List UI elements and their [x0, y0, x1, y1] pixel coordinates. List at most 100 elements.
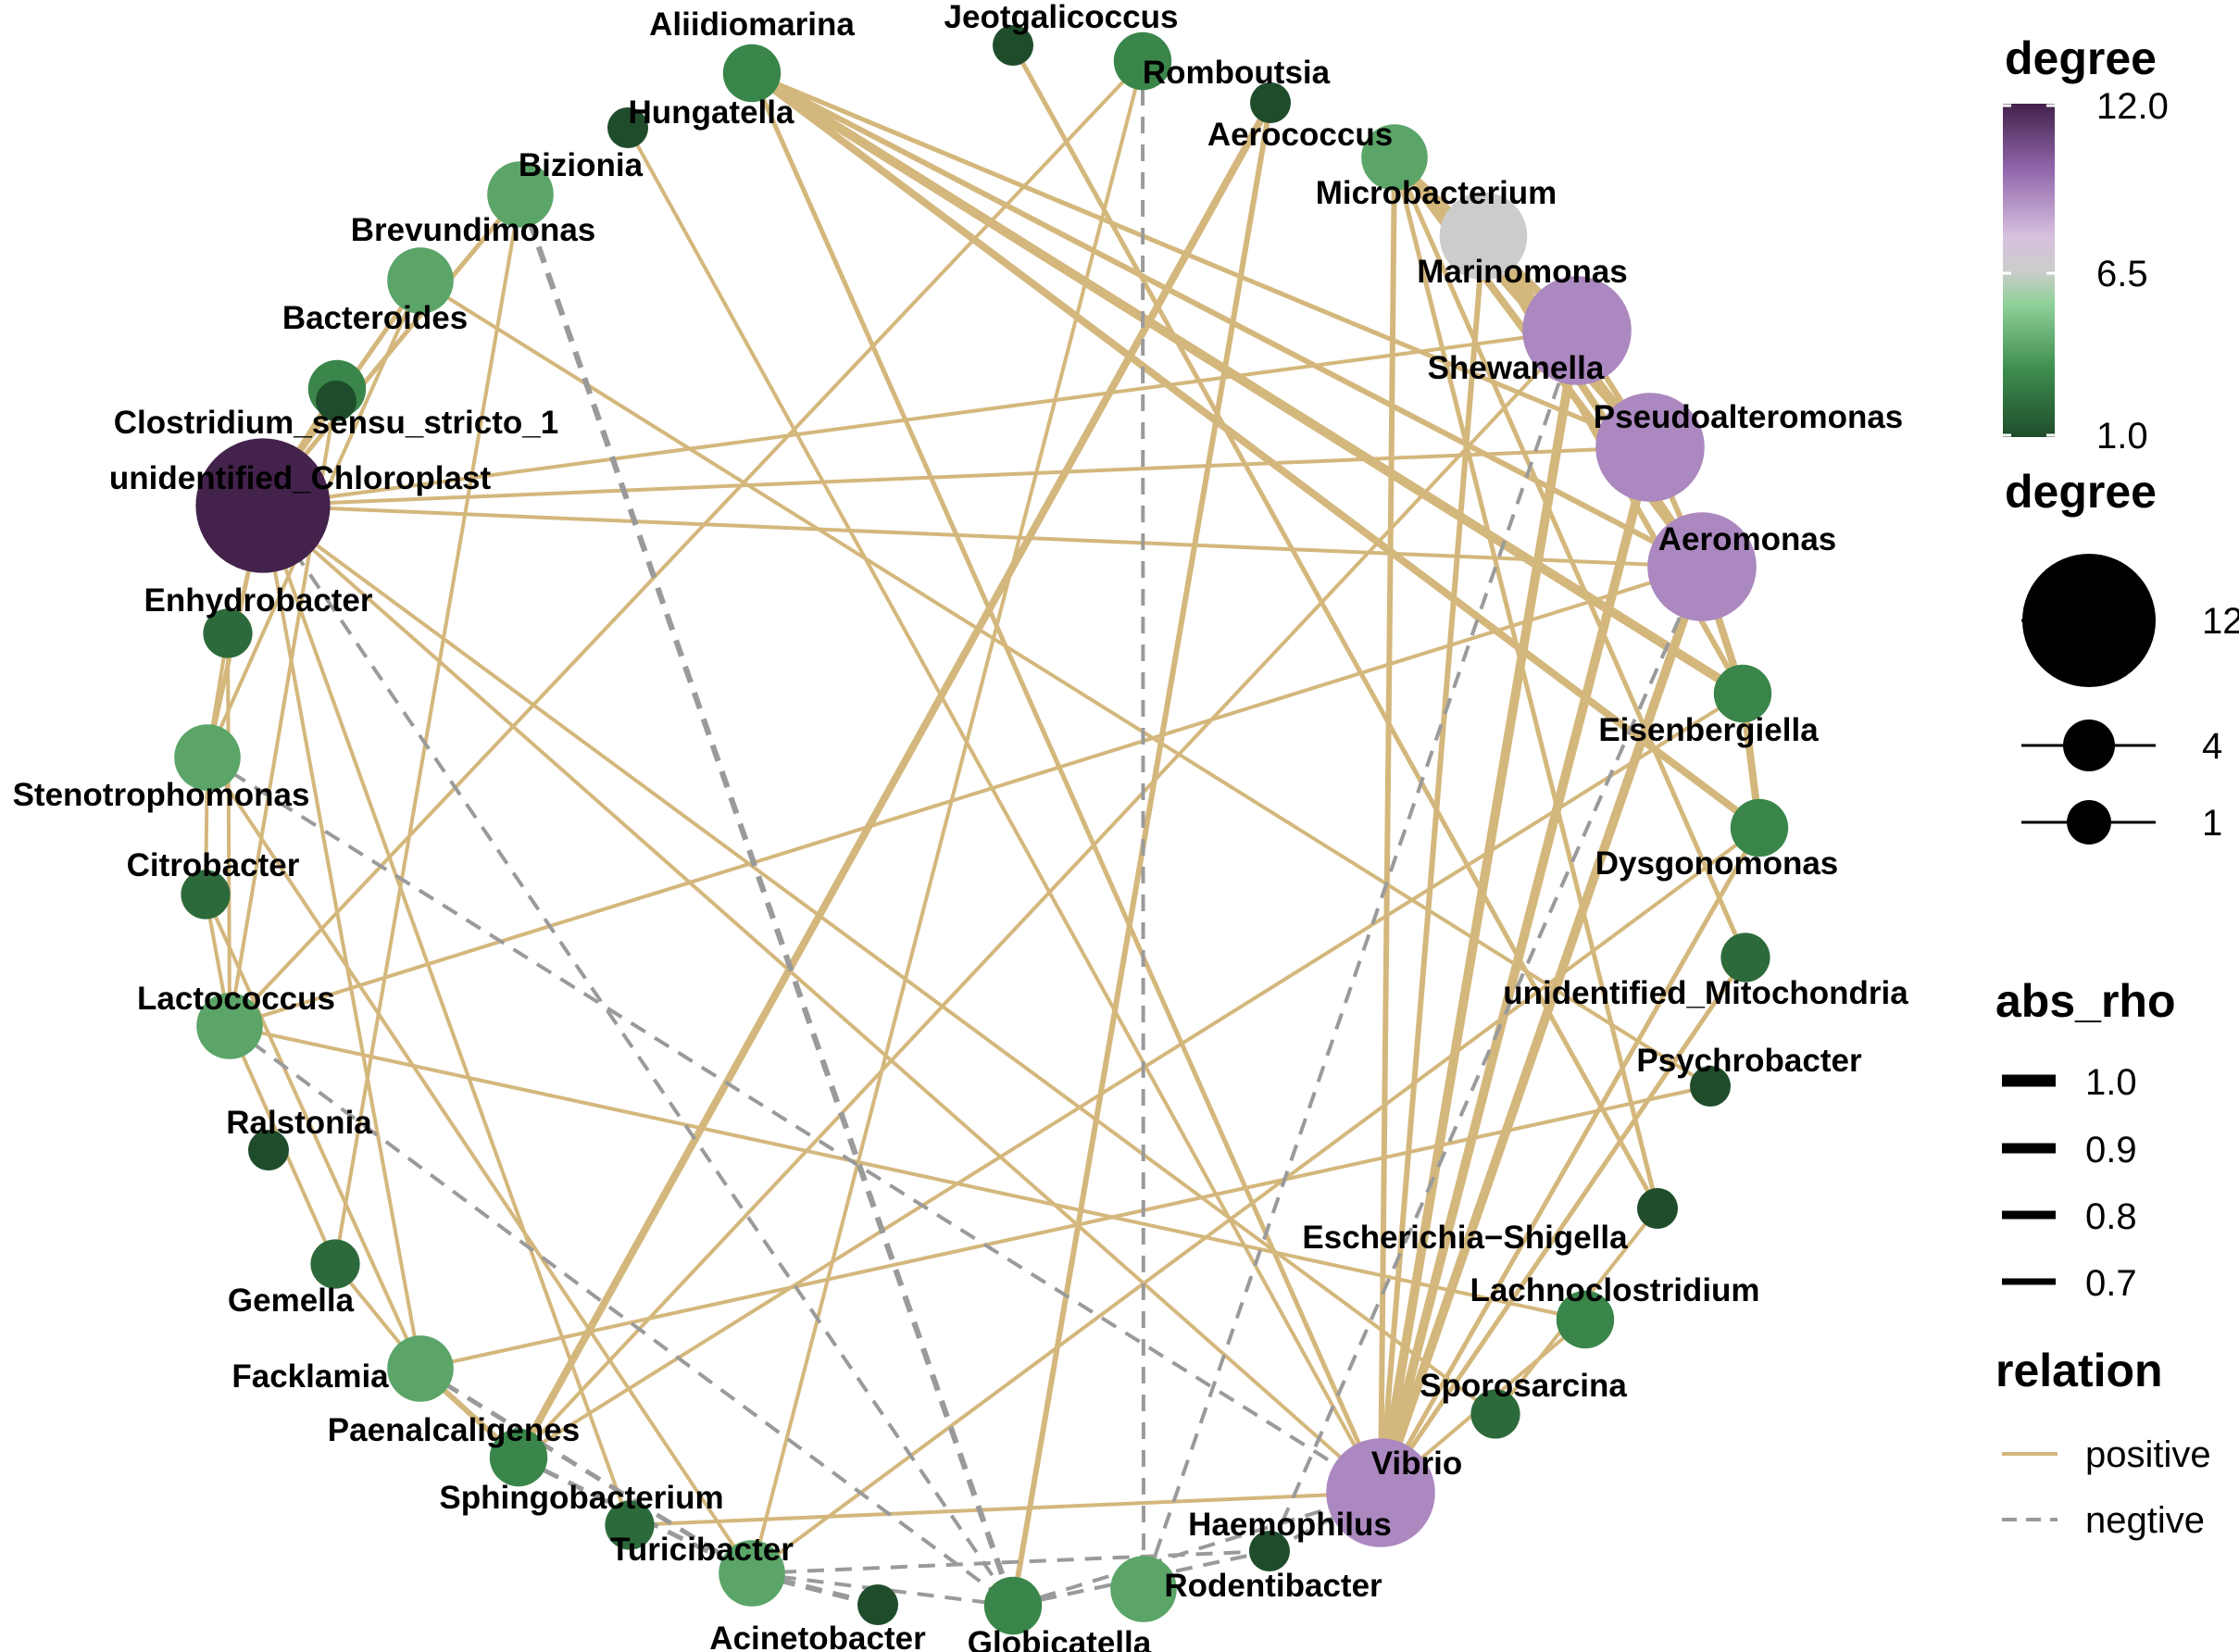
- edge-positive: [261, 193, 522, 507]
- node-globicatella: [983, 1576, 1043, 1635]
- edge-positive: [629, 1491, 1382, 1527]
- edge-negative: [1012, 1491, 1382, 1608]
- node-psychrobacter: [1690, 1066, 1731, 1107]
- edge-negative: [1269, 1491, 1382, 1553]
- edge-positive: [750, 826, 1761, 1575]
- node-label-lactococcus: Lactococcus: [137, 981, 335, 1017]
- node-label-citrobacter: Citrobacter: [127, 847, 300, 883]
- edge-positive: [1376, 330, 1582, 1494]
- edge-positive: [1480, 233, 1706, 569]
- node-label-globicatella: Globicatella: [968, 1625, 1152, 1652]
- edge-negative: [1012, 1549, 1270, 1608]
- node-label-acinetobacter: Acinetobacter: [709, 1621, 926, 1652]
- node-label-brevundimonas: Brevundimonas: [351, 212, 596, 248]
- edge-negative: [518, 194, 1016, 1607]
- node-aeromonas: [1647, 512, 1757, 621]
- node-label-clostridium-sensu-stricto-1: Clostridium_sensu_stricto_1: [114, 405, 558, 441]
- node-label-turicibacter: Turicibacter: [610, 1532, 794, 1568]
- node-aliidiomarina: [722, 44, 782, 103]
- edge-positive: [206, 756, 754, 1575]
- node-label-marinomonas: Marinomonas: [1417, 254, 1628, 290]
- node-acinetobacter: [857, 1584, 898, 1625]
- node-rodentibacter: [1110, 1556, 1177, 1622]
- legend-size-label-4: 4: [2202, 726, 2222, 767]
- node-label-unidentified-mitochondria: unidentified_Mitochondria: [1503, 975, 1908, 1011]
- node-clostridium-sensu-stricto-1: [316, 381, 356, 421]
- edge-positive: [1378, 826, 1762, 1495]
- node-shewanella: [1522, 276, 1632, 385]
- edge-positive: [261, 504, 1497, 1416]
- node-jeotgalicoccus: [993, 25, 1033, 66]
- node-label-bizionia: Bizionia: [519, 147, 644, 183]
- legend-color-bar: [2003, 104, 2055, 437]
- edge-positive: [751, 70, 1651, 450]
- legend-width-label-1-0: 1.0: [2085, 1062, 2137, 1103]
- node-escherichia-shigella: [1637, 1188, 1678, 1229]
- node-label-aerococcus: Aerococcus: [1207, 117, 1393, 153]
- edge-positive: [333, 194, 522, 1265]
- node-label-shewanella: Shewanella: [1428, 350, 1605, 386]
- edge-negative: [751, 1571, 879, 1608]
- node-label-psychrobacter: Psychrobacter: [1636, 1043, 1862, 1079]
- node-label-ralstonia: Ralstonia: [226, 1105, 372, 1141]
- edge-positive: [749, 71, 1383, 1495]
- node-turicibacter: [719, 1540, 785, 1607]
- node-label-eisenbergiella: Eisenbergiella: [1598, 712, 1819, 748]
- edge-negative: [206, 756, 1382, 1495]
- node-label-paenalcaligenes: Paenalcaligenes: [328, 1412, 580, 1448]
- edge-positive: [229, 1024, 1586, 1321]
- node-gemella: [310, 1239, 360, 1289]
- edge-positive: [1392, 156, 1660, 1209]
- node-unidentified-chloroplast: [195, 438, 331, 573]
- edge-positive: [750, 70, 1704, 569]
- node-vibrio: [1326, 1438, 1435, 1547]
- node-label-aliidiomarina: Aliidiomarina: [649, 6, 855, 43]
- nodes-layer: [174, 25, 1789, 1635]
- node-bizionia: [487, 161, 554, 228]
- node-microbacterium: [1361, 124, 1428, 191]
- node-label-pseudoalteromonas: Pseudoalteromonas: [1594, 399, 1904, 435]
- legend-size-4: [2063, 720, 2115, 771]
- legend-width-label-0-7: 0.7: [2085, 1263, 2137, 1304]
- edge-positive: [750, 60, 1145, 1574]
- legend-width-label-0-9: 0.9: [2085, 1130, 2137, 1170]
- edge-negative: [419, 1366, 754, 1576]
- node-label-facklamia: Facklamia: [231, 1358, 389, 1395]
- legend-color-title: degree: [2005, 32, 2157, 84]
- node-label-haemophilus: Haemophilus: [1188, 1507, 1392, 1543]
- node-brevundimonas: [387, 247, 454, 314]
- legend-relation-title: relation: [1995, 1345, 2163, 1396]
- node-hungatella: [607, 107, 648, 148]
- edge-positive: [261, 505, 632, 1526]
- node-aerococcus: [1250, 82, 1291, 123]
- node-unidentified-mitochondria: [1720, 932, 1770, 982]
- node-label-jeotgalicoccus: Jeotgalicoccus: [944, 0, 1179, 35]
- node-ralstonia: [248, 1130, 289, 1170]
- node-label-dysgonomonas: Dysgonomonas: [1595, 845, 1839, 882]
- edge-positive: [1392, 156, 1748, 959]
- node-facklamia: [387, 1335, 454, 1402]
- edge-negative: [1268, 566, 1704, 1552]
- node-lachnoclostridium: [1556, 1290, 1615, 1349]
- legend-size-label-1: 1: [2202, 803, 2222, 844]
- legend-positive-label: positive: [2085, 1434, 2211, 1475]
- node-stenotrophomonas: [174, 724, 241, 791]
- edge-negative: [228, 1024, 1015, 1608]
- legend-width-label-0-8: 0.8: [2085, 1196, 2137, 1237]
- node-label-rodentibacter: Rodentibacter: [1164, 1568, 1382, 1604]
- edge-negative: [1141, 60, 1145, 1590]
- edge-positive: [517, 329, 1579, 1459]
- edge-positive: [749, 69, 1762, 832]
- legend-width-title: abs_rho: [1995, 975, 2176, 1027]
- legend-size-label-12: 12: [2202, 601, 2239, 642]
- legend-color-min: 1.0: [2096, 416, 2148, 457]
- edge-positive: [262, 329, 1578, 507]
- legend-color-max: 12.0: [2096, 86, 2169, 127]
- node-label-lachnoclostridium: Lachnoclostridium: [1470, 1272, 1759, 1308]
- node-dysgonomonas: [1730, 798, 1789, 857]
- edge-positive: [262, 445, 1651, 507]
- legend-size-1: [2067, 800, 2111, 845]
- node-label-romboutsia: Romboutsia: [1143, 55, 1331, 91]
- edge-positive: [419, 279, 1712, 1088]
